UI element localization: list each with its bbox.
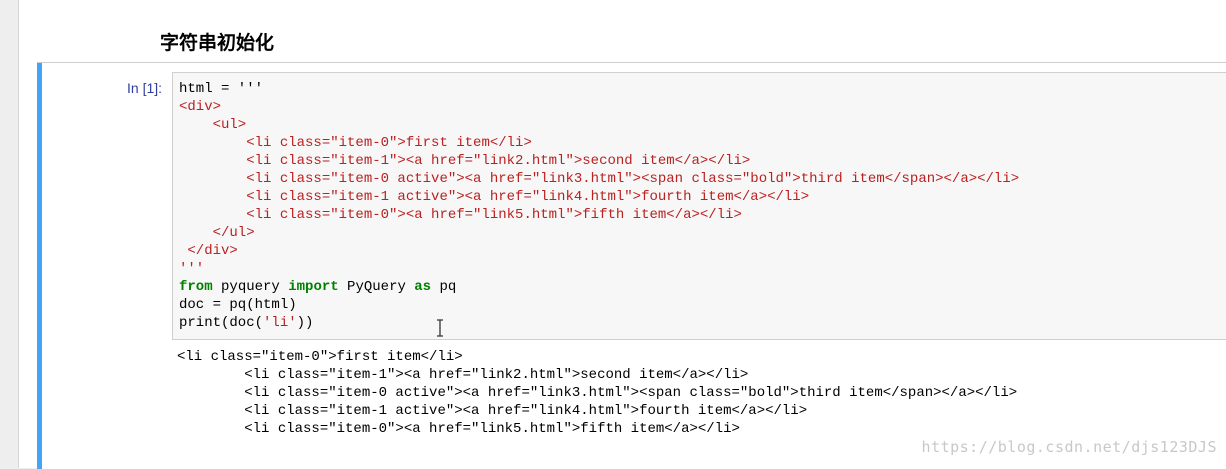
selected-cell-indicator (37, 63, 42, 469)
code-line: doc = pq(html) (179, 297, 297, 313)
code-line: </div> (179, 243, 238, 259)
code-line: <li class="item-0 active"><a href="link3… (179, 171, 1020, 187)
watermark: https://blog.csdn.net/djs123DJS (921, 438, 1217, 456)
code-token: print(doc( (179, 315, 264, 331)
code-line: </ul> (179, 225, 255, 241)
notebook-page: 字符串初始化 In [1]: html = ''' <div> <ul> <li … (18, 0, 1226, 469)
markdown-heading: 字符串初始化 (160, 32, 275, 54)
code-line: ''' (179, 261, 205, 277)
code-line: html = ''' (179, 80, 1019, 98)
code-token: pyquery (212, 279, 289, 295)
code-line: <li class="item-0">first item</li> (179, 135, 532, 151)
code-text[interactable]: html = ''' <div> <ul> <li class="item-0">… (179, 80, 1019, 332)
code-line: from pyquery import PyQuery as pq (179, 278, 1019, 296)
cell-output: <li class="item-0">first item</li> <li c… (177, 349, 1018, 437)
code-line: <li class="item-0"><a href="link5.html">… (179, 207, 742, 223)
code-line: <li class="item-1 active"><a href="link4… (179, 189, 810, 205)
code-token: PyQuery (338, 279, 415, 295)
code-token: pq (431, 279, 457, 295)
code-line: print(doc('li')) (179, 314, 1019, 332)
code-line: <ul> (179, 117, 247, 133)
code-cell[interactable]: In [1]: html = ''' <div> <ul> <li class="… (37, 62, 1226, 469)
keyword-import: import (288, 279, 339, 295)
code-line: <li class="item-1"><a href="link2.html">… (179, 153, 751, 169)
keyword-from: from (179, 279, 213, 295)
input-prompt: In [1]: (127, 80, 163, 96)
text-cursor-icon (437, 319, 443, 337)
code-token: )) (296, 315, 314, 331)
keyword-as: as (414, 279, 432, 295)
code-editor[interactable]: html = ''' <div> <ul> <li class="item-0">… (172, 72, 1226, 340)
string-token: 'li' (263, 315, 297, 331)
code-token: html = ''' (179, 81, 264, 97)
code-line: <div> (179, 99, 222, 115)
